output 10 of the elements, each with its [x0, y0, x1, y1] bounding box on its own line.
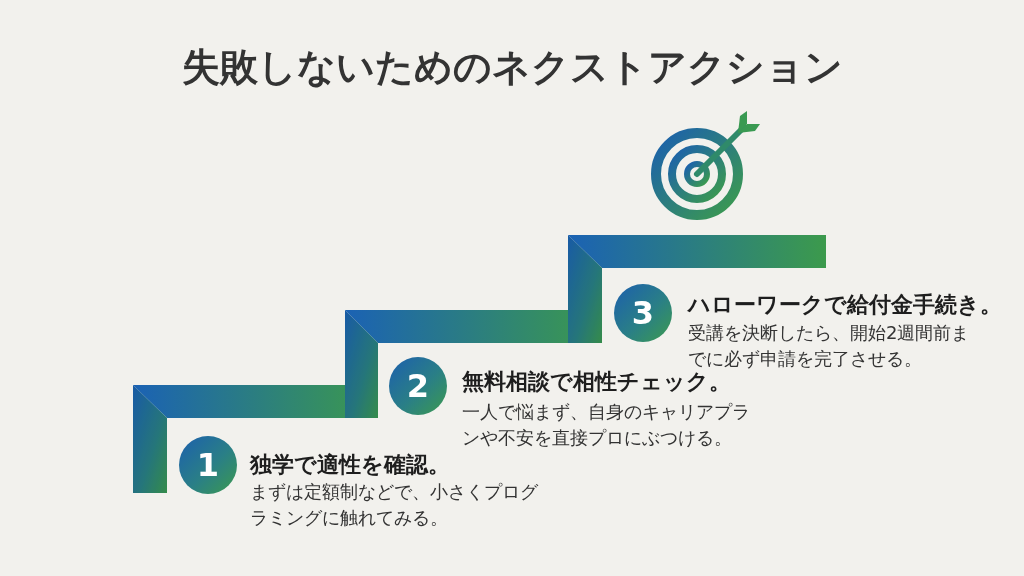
- step-description: 一人で悩まず、自身のキャリアプランや不安を直接プロにぶつける。: [462, 400, 751, 450]
- step-description: 受講を決断したら、開始2週間前までに必ず申請を完了させる。: [688, 321, 971, 371]
- title: 失敗しないためのネクストアクション: [180, 44, 844, 91]
- step-description: まずは定額制などで、小さくプログラミングに触れてみる。: [250, 480, 539, 530]
- step-number: 3: [614, 284, 672, 342]
- step-heading: 独学で適性を確認。: [250, 451, 450, 479]
- step-number: 1: [179, 436, 237, 494]
- step-heading: 無料相談で相性チェック。: [462, 368, 731, 396]
- step-heading: ハローワークで給付金手続き。: [688, 291, 1002, 319]
- step-number: 2: [389, 357, 447, 415]
